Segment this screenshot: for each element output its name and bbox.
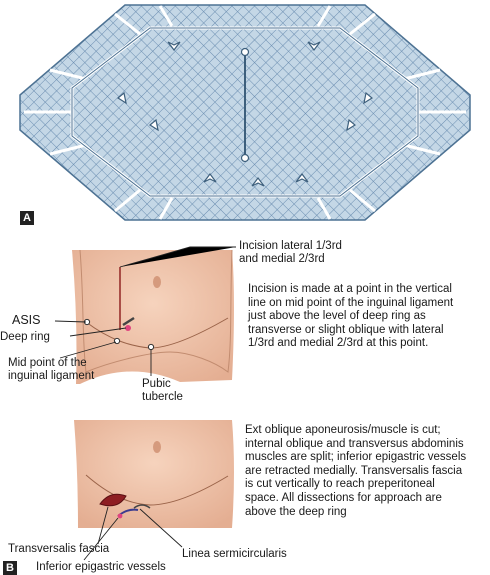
incision-label: Incision lateral 1/3rd and medial 2/3rd	[239, 240, 342, 265]
transversalis-fascia-label: Transversalis fascia	[8, 543, 110, 555]
umbilicus-bottom	[153, 441, 161, 453]
incision-mark	[122, 316, 135, 327]
panel-b-tag: B	[3, 561, 17, 575]
mid-point-label: Mid point of the inguinal ligament	[8, 357, 95, 382]
deep-ring-marker-bottom	[117, 513, 123, 519]
transversalis-fascia-wound	[99, 493, 127, 507]
abdomen-bottom-illustration	[74, 420, 234, 561]
dissection-description: Ext oblique aponeurosis/muscle is cut; i…	[245, 424, 467, 518]
deep-ring-marker	[125, 325, 131, 331]
asis-label: ASIS	[12, 313, 41, 327]
pubic-tubercle-label: Pubic tubercle	[142, 378, 183, 403]
midpoint-marker	[113, 337, 121, 345]
inferior-epigastric-label: Inferior epigastric vessels	[36, 561, 166, 573]
pubic-tubercle-marker	[147, 343, 155, 351]
abdomen-top-skin	[72, 250, 234, 384]
leader-lines-bottom	[83, 506, 183, 561]
abdomen-bottom-skin	[74, 420, 234, 528]
linea-semicircularis	[133, 504, 151, 509]
umbilicus-top	[153, 276, 161, 288]
mesh-illustration	[19, 4, 471, 221]
leader-lines	[54, 246, 236, 376]
mesh-central-slit	[240, 47, 250, 163]
linea-semicircularis-label: Linea sermicircularis	[182, 548, 287, 560]
mesh-anchor-marks	[116, 41, 374, 187]
deep-ring-label: Deep ring	[0, 331, 50, 343]
incision-description: Incision is made at a point in the verti…	[248, 283, 454, 350]
panel-a-tag: A	[20, 211, 34, 225]
abdomen-top-torso	[79, 249, 233, 373]
abdomen-top-illustration	[54, 246, 236, 384]
